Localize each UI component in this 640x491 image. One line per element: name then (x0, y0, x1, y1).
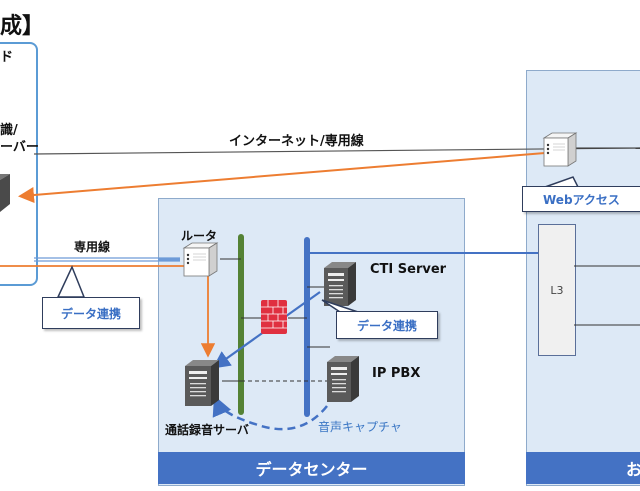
ip-pbx-label: IP PBX (372, 366, 421, 381)
recording-server-label: 通話録音サーバ (165, 423, 249, 437)
internet-line (33, 147, 640, 155)
web-router-icon (542, 132, 578, 167)
callout-pointer-left (56, 265, 86, 298)
cloud-label: ド (0, 50, 14, 65)
firewall-icon (261, 300, 287, 334)
internet-line-label: インターネット/専用線 (229, 134, 364, 149)
cti-server-icon (324, 262, 356, 306)
recognition-server-label-line2: ーバー (0, 140, 39, 155)
diagram-title: 成】 (0, 14, 45, 39)
data-link-callout-left: データ連携 (42, 297, 140, 329)
ip-pbx-icon (327, 356, 359, 402)
voice-capture-arc (212, 395, 328, 431)
web-access-arrow (18, 152, 546, 203)
recognition-server-label: 識/ ーバー (0, 122, 39, 156)
recognition-server-label-line1: 識/ (0, 123, 18, 138)
datacenter-footer: データセンター (158, 452, 465, 484)
office-site-footer: お (526, 452, 640, 484)
data-link-callout-center: データ連携 (336, 311, 438, 339)
cloud-server-icon (0, 174, 10, 212)
web-access-callout: Webアクセス (522, 186, 640, 212)
router-icon (182, 242, 219, 277)
cloud-service-box (0, 42, 38, 286)
router-label: ルータ (181, 229, 218, 243)
l3-switch: L3 (538, 224, 576, 356)
dedicated-line-label: 専用線 (74, 240, 111, 254)
cti-server-label: CTI Server (370, 262, 447, 277)
recording-server-icon (185, 360, 219, 406)
voice-capture-label: 音声キャプチャ (318, 420, 402, 434)
